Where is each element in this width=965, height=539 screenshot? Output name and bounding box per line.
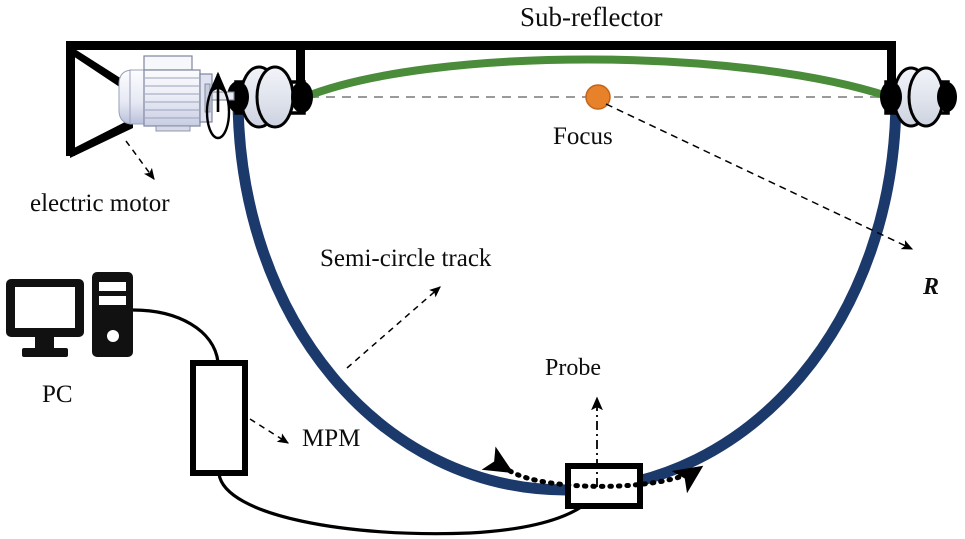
motor-callout-arrow: [125, 140, 155, 180]
label-radius: R: [923, 274, 940, 300]
pc-icon: [6, 272, 133, 357]
mpm-box-icon: [190, 360, 248, 476]
pivot-dot-left-inner: [291, 81, 313, 113]
support-frame: [66, 41, 896, 158]
roller-bearing-left: [227, 65, 313, 129]
label-pc: PC: [42, 381, 73, 408]
cable-pc-to-mpm: [132, 308, 220, 363]
focus-point-icon: [585, 84, 611, 110]
rotation-arrow-icon: [205, 71, 231, 140]
label-probe: Probe: [545, 355, 601, 381]
pivot-dot-right-outer: [937, 82, 957, 112]
pivot-dot-right: [880, 81, 902, 113]
cable-mpm-to-probe: [217, 473, 602, 536]
label-electric-motor: electric motor: [30, 190, 170, 217]
label-semi-circle-track: Semi-circle track: [320, 245, 492, 272]
electric-motor-icon: [118, 55, 235, 132]
radius-line: [605, 103, 914, 250]
mpm-callout-arrow: [249, 418, 290, 444]
pivot-dot-left: [227, 81, 249, 113]
track-callout-arrow: [346, 286, 441, 369]
label-focus: Focus: [553, 123, 613, 150]
sub-reflector-arc: [301, 55, 894, 101]
roller-bearing-right: [880, 66, 957, 128]
label-mpm: MPM: [302, 425, 361, 452]
label-sub-reflector: Sub-reflector: [520, 2, 663, 32]
probe-travel-arrows: [481, 446, 704, 494]
